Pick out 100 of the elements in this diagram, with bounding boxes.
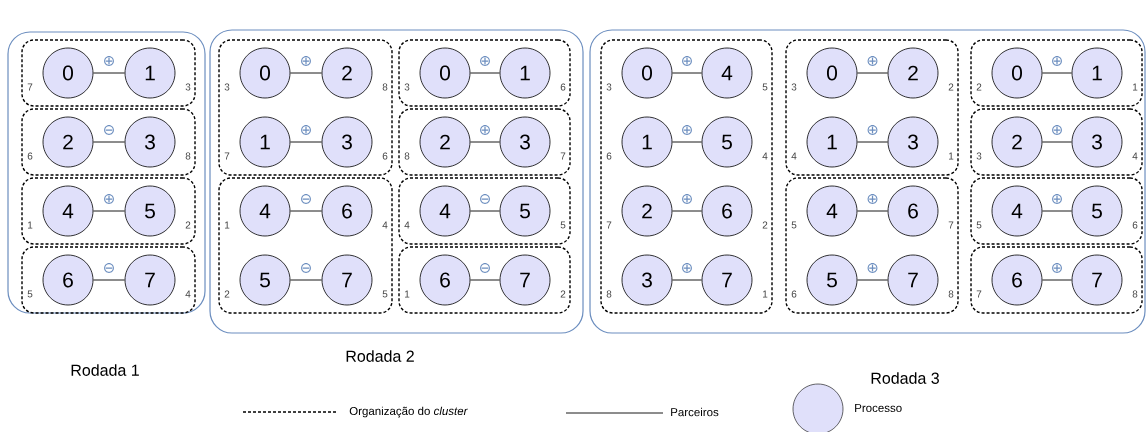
partner-line: [671, 72, 703, 74]
sign-label: ⊕: [480, 125, 490, 135]
rank-number: 5: [976, 221, 982, 229]
legend-text: Organização do cluster: [349, 406, 468, 418]
rank-number: 4: [382, 221, 388, 229]
cluster-box: [970, 177, 1143, 245]
partner-line: [856, 279, 889, 281]
partner-line: [469, 210, 501, 212]
partner-line: [1041, 210, 1073, 212]
sign-label: ⊕: [1052, 56, 1062, 66]
partner-line: [671, 279, 703, 281]
sign-label: ⊕: [867, 56, 878, 66]
rank-number: 3: [976, 152, 982, 160]
partner-line: [856, 72, 889, 74]
sign-label: ⊖: [104, 263, 114, 273]
rank-number: 7: [560, 152, 566, 160]
rank-number: 5: [762, 83, 768, 91]
sign-label: ⊕: [1052, 263, 1062, 273]
rank-number: 2: [224, 290, 230, 298]
rank-number: 2: [762, 221, 768, 229]
rank-number: 6: [1132, 221, 1138, 229]
rank-number: 8: [382, 83, 388, 91]
cluster-box: [398, 177, 571, 245]
rank-number: 8: [404, 152, 410, 160]
rank-number: 2: [560, 290, 566, 298]
rank-number: 8: [948, 290, 954, 298]
partner-line: [1041, 141, 1073, 143]
partner-line: [289, 72, 323, 74]
rank-number: 6: [27, 152, 33, 160]
sign-label: ⊕: [867, 125, 878, 135]
rank-number: 1: [28, 221, 33, 229]
partner-line: [289, 279, 323, 281]
rank-number: 2: [948, 83, 954, 91]
cluster-box: [785, 39, 959, 176]
rank-number: 1: [763, 290, 768, 298]
rank-number: 3: [404, 83, 410, 91]
sign-label: ⊕: [104, 56, 114, 66]
sign-label: ⊖: [480, 194, 490, 204]
rank-number: 5: [382, 290, 388, 298]
sign-label: ⊕: [480, 56, 490, 66]
rank-number: 6: [382, 152, 388, 160]
rank-number: 1: [1133, 83, 1138, 91]
rank-number: 7: [948, 221, 954, 229]
sign-label: ⊖: [104, 125, 114, 135]
rank-number: 4: [404, 221, 410, 229]
rank-number: 2: [976, 83, 982, 91]
rank-number: 1: [405, 290, 410, 298]
rank-number: 6: [791, 290, 797, 298]
rank-number: 1: [225, 221, 230, 229]
rank-number: 5: [27, 290, 33, 298]
rank-number: 4: [791, 152, 797, 160]
rank-number: 6: [606, 152, 612, 160]
partner-line: [1041, 72, 1073, 74]
rank-number: 5: [791, 221, 797, 229]
cluster-box: [970, 108, 1143, 176]
rank-number: 7: [224, 152, 230, 160]
cluster-box: [970, 246, 1143, 314]
partner-line: [469, 141, 501, 143]
partner-line: [1041, 279, 1073, 281]
rank-number: 3: [185, 83, 191, 91]
partner-line: [92, 210, 126, 212]
rank-number: 4: [1132, 152, 1138, 160]
rank-number: 7: [27, 83, 33, 91]
sign-label: ⊕: [682, 125, 692, 135]
cluster-box: [21, 108, 196, 176]
partner-line: [671, 141, 703, 143]
cluster-box: [21, 177, 196, 245]
sign-label: ⊖: [301, 263, 311, 273]
rank-number: 1: [949, 152, 954, 160]
round-title: Rodada 3: [871, 372, 939, 384]
rank-number: 5: [560, 221, 566, 229]
cluster-box: [970, 39, 1143, 107]
sign-label: ⊖: [480, 263, 490, 273]
sign-label: ⊕: [682, 263, 692, 273]
rank-number: 7: [606, 221, 612, 229]
sign-label: ⊕: [301, 125, 311, 135]
rank-number: 7: [976, 290, 982, 298]
rank-number: 3: [791, 83, 797, 91]
rank-number: 3: [224, 83, 230, 91]
partner-line: [92, 279, 126, 281]
rank-number: 2: [185, 221, 191, 229]
legend-text: Parceiros: [671, 407, 719, 417]
partner-line: [469, 279, 501, 281]
sign-label: ⊕: [682, 194, 692, 204]
cluster-box: [218, 177, 393, 314]
partner-line: [289, 210, 323, 212]
sign-label: ⊕: [867, 194, 878, 204]
rank-number: 8: [185, 152, 191, 160]
cluster-box: [218, 39, 393, 176]
partner-line: [856, 141, 889, 143]
sign-label: ⊕: [301, 56, 311, 66]
partner-line: [856, 210, 889, 212]
rank-number: 3: [606, 83, 612, 91]
partner-line: [671, 210, 703, 212]
partner-line: [289, 141, 323, 143]
sign-label: ⊕: [104, 194, 114, 204]
rank-number: 6: [560, 83, 566, 91]
sign-label: ⊖: [301, 194, 311, 204]
cluster-box: [785, 177, 959, 314]
rank-number: 8: [606, 290, 612, 298]
